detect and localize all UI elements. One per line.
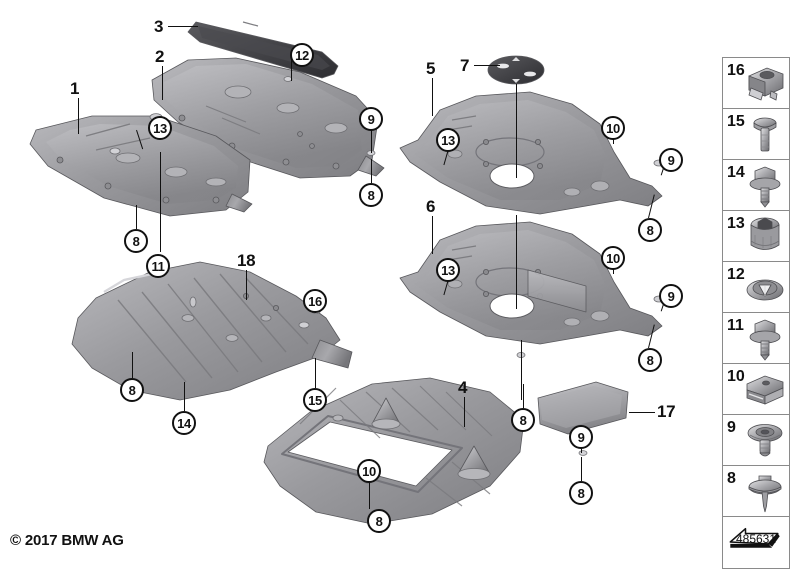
clip-nut-icon [741,60,787,107]
label-6-leader [432,216,434,254]
legend-number-8: 8 [727,470,736,487]
part-1-underbody-panel-front-left [29,113,253,217]
legend-row-15: 15 [723,109,789,160]
callout-10-bottom: 10 [357,459,381,483]
legend-number-14: 14 [727,164,745,181]
leader-7-axis [516,84,517,178]
legend-row-9: 9 [723,415,789,466]
leader-axis-5-6 [516,215,517,309]
direction-arrow-icon [724,523,786,568]
legend-row-arrow [723,517,789,568]
part-6-engine-compartment-shield-lower [399,221,665,358]
label-4: 4 [458,378,468,397]
callout-9-lowright: 9 [659,284,683,308]
label-7-leader [474,65,500,67]
leader-8-center [523,384,525,408]
legend-row-11: 11 [723,313,789,364]
label-5-leader [432,78,434,116]
leader-8-farbottom [581,457,583,481]
part-18-ribbed-floor-panel [71,261,353,401]
label-1-leader [78,98,80,134]
label-18: 18 [237,251,256,270]
callout-8-lowright: 8 [638,348,662,372]
leader-14 [184,382,186,411]
legend-row-14: 14 [723,160,789,211]
hex-flange-bolt-icon [741,315,787,362]
callout-9-topright: 9 [359,107,383,131]
legend-number-13: 13 [727,215,745,232]
callout-8-left: 8 [124,229,148,253]
part-17-small-cover-pad [537,381,629,435]
callout-10-lowright: 10 [601,246,625,270]
label-17-leader [629,412,655,414]
part-4-underbody-rear-shield [263,377,525,525]
callout-14: 14 [172,411,196,435]
callout-11-left: 11 [146,254,170,278]
callout-8-right: 8 [638,218,662,242]
leader-9-topright [371,121,372,153]
callout-8-center: 8 [511,408,535,432]
callout-13-mid: 13 [436,128,460,152]
callout-12-top: 12 [290,43,314,67]
leader-8-bottomleft [132,352,134,378]
callout-8-farbottom: 8 [569,481,593,505]
legend-number-12: 12 [727,266,745,283]
legend-row-12: 12 [723,262,789,313]
label-6: 6 [426,197,436,216]
expanding-rivet-icon [741,417,787,464]
callout-9-bottom: 9 [569,425,593,449]
callout-16: 16 [303,289,327,313]
diagram-number: 485631 [735,532,777,546]
callout-8-bottomleft: 8 [120,378,144,402]
legend-number-9: 9 [727,419,736,436]
leader-axis-6-8 [521,340,522,400]
callout-8-upright: 8 [359,183,383,207]
callout-9-right: 9 [659,148,683,172]
leader-11 [160,152,161,252]
fastener-legend-panel: 16 15 14 13 12 11 10 9 8 [722,57,790,569]
part-5-engine-compartment-shield-upper [399,91,665,215]
hex-flange-bolt-icon [741,162,787,209]
leader-8-bottom [369,479,371,509]
label-4-leader [464,397,466,427]
label-2-leader [162,66,164,100]
label-7: 7 [460,56,470,75]
legend-row-16: 16 [723,58,789,109]
copyright-notice: © 2017 BMW AG [10,532,124,549]
label-17: 17 [657,402,676,421]
legend-row-13: 13 [723,211,789,262]
leader-15 [315,358,317,388]
callout-10-right: 10 [601,116,625,140]
callout-15: 15 [303,388,327,412]
push-pin-rivet-icon [741,468,787,515]
label-1: 1 [70,79,80,98]
leader-8-left [136,205,138,229]
label-3-leader [168,26,198,28]
legend-number-11: 11 [727,317,744,334]
label-5: 5 [426,59,436,78]
callout-13-low: 13 [436,258,460,282]
legend-row-8: 8 [723,466,789,517]
callout-8-bottom: 8 [367,509,391,533]
washer-grommet-icon [741,264,787,311]
callout-13-left: 13 [148,116,172,140]
flanged-screw-icon [741,111,787,158]
leader-12 [291,57,292,81]
legend-number-10: 10 [727,368,745,385]
hex-socket-nut-icon [741,213,787,260]
legend-number-16: 16 [727,62,745,79]
legend-number-15: 15 [727,113,745,130]
label-2: 2 [155,47,165,66]
label-3: 3 [154,17,164,36]
legend-row-10: 10 [723,364,789,415]
part-7-round-cover-plug [487,55,545,85]
leader-8-upright [371,159,373,183]
spring-clip-icon [741,366,787,413]
label-18-leader [246,270,248,300]
